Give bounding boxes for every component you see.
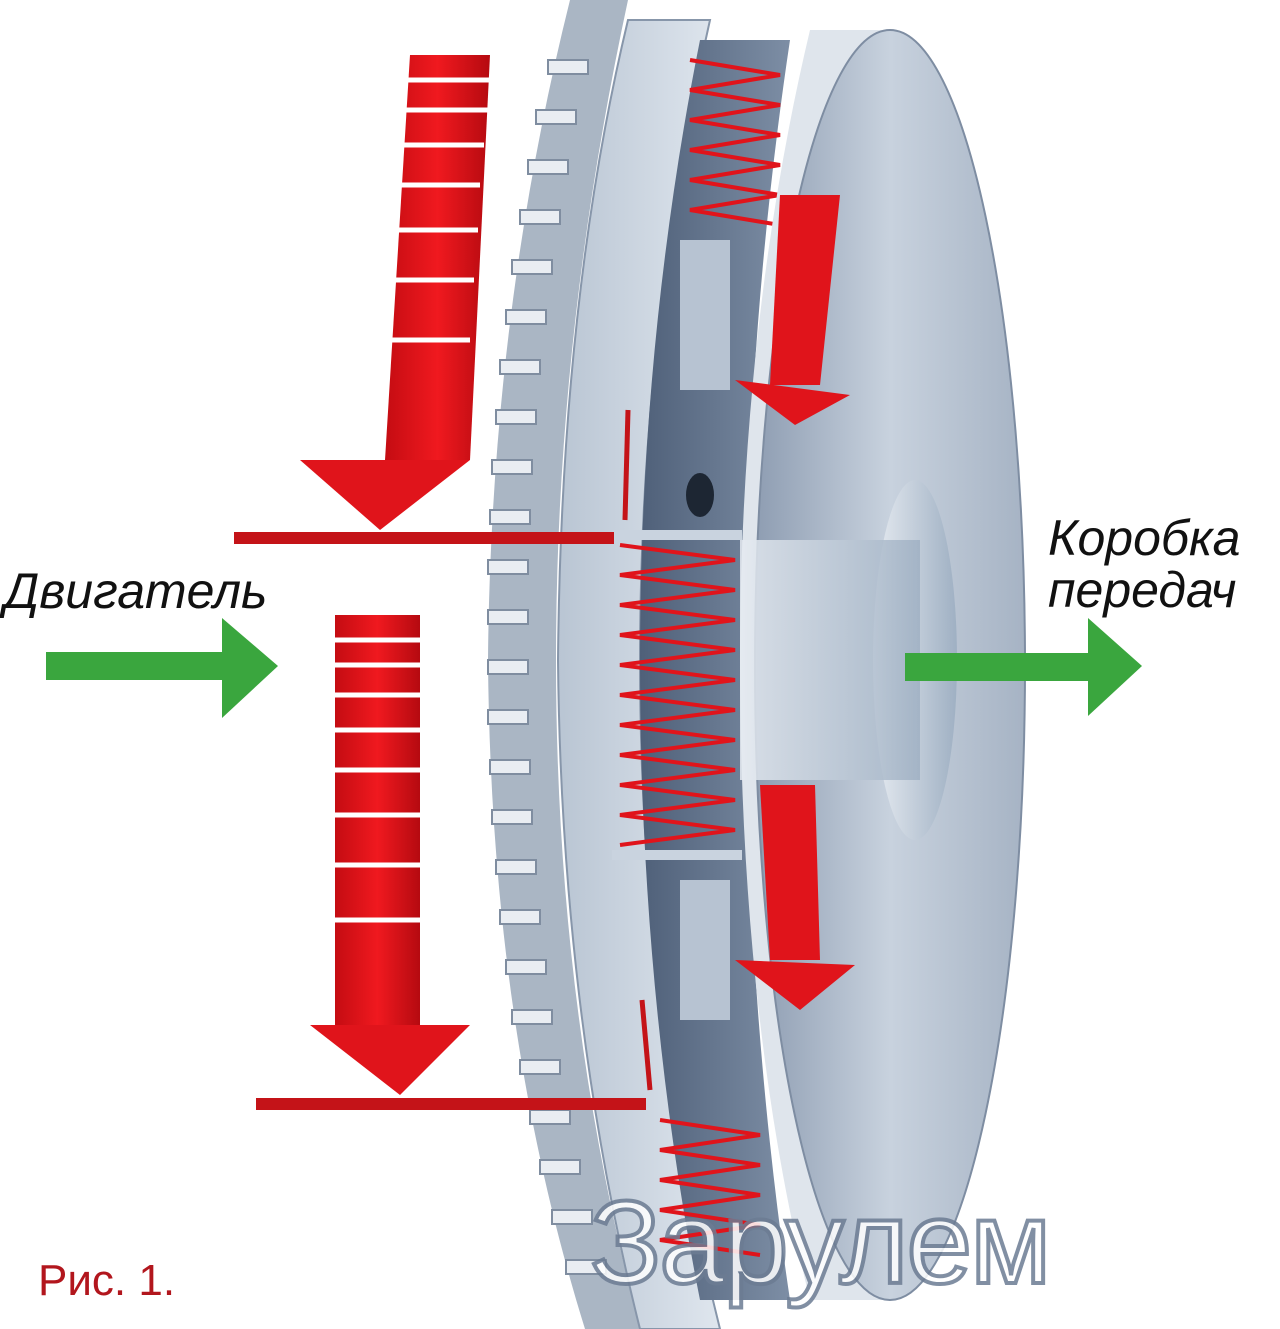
watermark-logo: Зарулем — [588, 1175, 1053, 1311]
ring-gear — [487, 0, 640, 1329]
torque-arrow-spring-lower — [735, 785, 855, 1010]
gearbox-label: Коробка передач — [1048, 512, 1240, 616]
damper-housing — [640, 40, 790, 1300]
input-arrow — [46, 618, 278, 718]
output-arrow — [905, 618, 1142, 716]
torque-arrow-spring-upper — [735, 195, 850, 425]
gearbox-label-line2: передач — [1048, 562, 1237, 618]
gearbox-label-line1: Коробка — [1048, 510, 1241, 566]
engine-label: Двигатель — [4, 563, 268, 619]
torque-arrow-lower — [256, 615, 646, 1110]
damper-springs — [619, 58, 781, 1257]
figure-caption: Рис. 1. — [38, 1256, 176, 1305]
torque-arrow-upper — [234, 55, 614, 544]
